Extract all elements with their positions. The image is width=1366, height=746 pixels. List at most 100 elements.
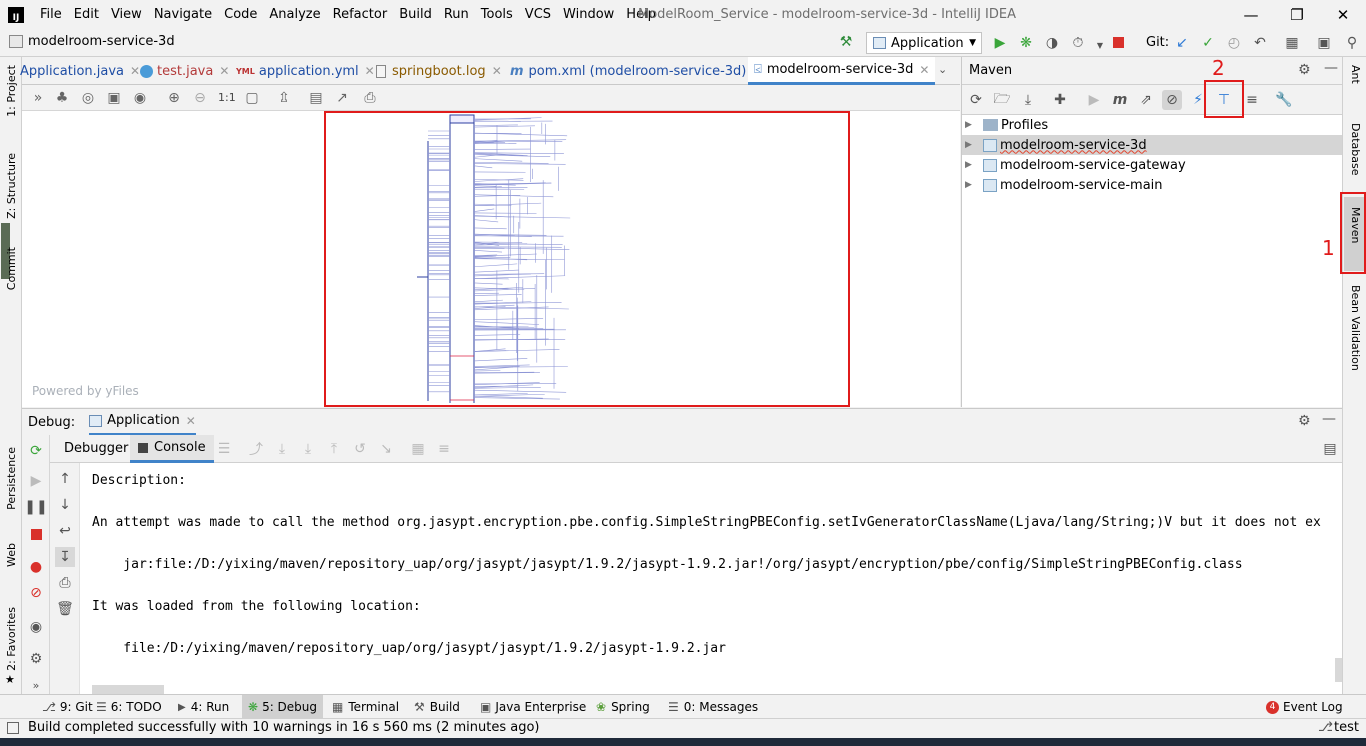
- fit-content-icon[interactable]: ▢: [245, 90, 259, 106]
- tab-application-yml[interactable]: YML application.yml✕: [236, 57, 375, 85]
- print-icon[interactable]: ⎙: [59, 575, 71, 591]
- trash-icon[interactable]: 🗑: [56, 601, 74, 617]
- gear-icon[interactable]: ⚙: [1298, 62, 1311, 78]
- layout-settings-icon[interactable]: ▤: [1323, 441, 1337, 457]
- debug-session-tab[interactable]: Application ✕: [89, 409, 196, 436]
- expand-arrow-icon[interactable]: ▶: [965, 140, 972, 150]
- git-branch-name[interactable]: test: [1334, 720, 1359, 735]
- frames-icon[interactable]: ☰: [217, 441, 231, 457]
- breadcrumb-project[interactable]: modelroom-service-3d: [28, 34, 175, 49]
- tool-project[interactable]: 1: Project: [5, 65, 18, 117]
- profile-icon[interactable]: ⏱: [1072, 35, 1084, 51]
- hide-panel-icon[interactable]: —: [1322, 411, 1336, 427]
- tool-commit[interactable]: Commit: [5, 247, 18, 291]
- stop-icon[interactable]: [31, 529, 42, 540]
- menu-vcs[interactable]: VCS: [524, 7, 552, 22]
- skip-tests-icon[interactable]: ⊘: [1162, 90, 1182, 110]
- expand-arrow-icon[interactable]: ▶: [965, 120, 972, 130]
- tool-java-enterprise[interactable]: ▣Java Enterprise: [480, 695, 586, 719]
- more-run-chevron-icon[interactable]: ▼: [1096, 40, 1104, 50]
- step-over-icon[interactable]: ⤴: [249, 442, 263, 458]
- tab-application-java[interactable]: Application.java✕: [20, 57, 140, 85]
- debug-bug-icon[interactable]: ❋: [1020, 35, 1032, 51]
- close-tab-icon[interactable]: ✕: [364, 64, 375, 78]
- close-button[interactable]: ✕: [1336, 5, 1350, 24]
- step-out-icon[interactable]: ⤒: [330, 441, 338, 457]
- tool-favorites[interactable]: 2: Favorites: [5, 607, 18, 671]
- force-step-into-icon[interactable]: ⤓: [304, 441, 312, 457]
- execute-goal-icon[interactable]: m: [1112, 92, 1128, 108]
- tool-maven[interactable]: Maven: [1349, 207, 1362, 244]
- menu-build[interactable]: Build: [399, 7, 432, 22]
- evaluate-icon[interactable]: ▦: [411, 441, 425, 457]
- reload-icon[interactable]: ⟳: [970, 92, 982, 108]
- view-breakpoints-icon[interactable]: ●: [29, 559, 43, 575]
- menu-refactor[interactable]: Refactor: [332, 7, 388, 22]
- pause-icon[interactable]: ❚❚: [24, 499, 48, 515]
- presentation-icon[interactable]: ▣: [1317, 35, 1331, 51]
- tool-maven-active[interactable]: Maven: [1344, 197, 1365, 271]
- add-icon[interactable]: ✚: [1054, 92, 1066, 108]
- expand-arrow-icon[interactable]: ▶: [965, 160, 972, 170]
- tool-web[interactable]: Web: [5, 543, 18, 567]
- expand-nodes-icon[interactable]: »: [33, 90, 43, 106]
- tool-bean-validation[interactable]: Bean Validation: [1349, 285, 1362, 371]
- close-tab-icon[interactable]: ✕: [219, 64, 230, 78]
- tree-item-modelroom-service-main[interactable]: ▶ modelroom-service-main: [962, 175, 1343, 195]
- zoom-focus-icon[interactable]: ◎: [81, 90, 95, 106]
- run-maven-icon[interactable]: ▶: [1088, 92, 1100, 108]
- tab-diagram-active[interactable]: ⍃ modelroom-service-3d✕: [748, 57, 936, 85]
- close-tab-icon[interactable]: ✕: [130, 64, 141, 78]
- tab-console[interactable]: Console: [130, 435, 214, 463]
- tree-item-profiles[interactable]: ▶ Profiles: [962, 115, 1343, 135]
- tabs-dropdown-chevron-icon[interactable]: ⌄: [938, 63, 948, 76]
- vertical-scrollbar[interactable]: [1335, 658, 1342, 682]
- tool-todo[interactable]: ☰6: TODO: [96, 695, 162, 719]
- rerun-icon[interactable]: ⟳: [30, 443, 42, 459]
- maximize-button[interactable]: ❐: [1290, 5, 1304, 24]
- toggle-offline-icon[interactable]: ⇗: [1140, 92, 1152, 108]
- menu-code[interactable]: Code: [224, 7, 258, 22]
- menu-file[interactable]: File: [40, 7, 62, 22]
- run-icon[interactable]: ▶: [994, 35, 1006, 51]
- close-tab-icon[interactable]: ✕: [491, 64, 502, 78]
- settings-icon[interactable]: ⚙: [29, 651, 43, 667]
- lightning-icon[interactable]: ⚡: [1193, 92, 1203, 108]
- horizontal-scrollbar[interactable]: [92, 685, 164, 694]
- tool-terminal[interactable]: ▦Terminal: [332, 695, 399, 719]
- generate-sources-icon[interactable]: 🗁: [993, 91, 1011, 107]
- collapse-all-icon[interactable]: ≡: [1246, 92, 1258, 108]
- menu-analyze[interactable]: Analyze: [269, 7, 321, 22]
- tool-ant[interactable]: Ant: [1349, 65, 1362, 84]
- tool-messages[interactable]: ☰0: Messages: [668, 695, 758, 719]
- git-history-icon[interactable]: ◴: [1227, 35, 1241, 51]
- tool-structure[interactable]: Z: Structure: [5, 153, 18, 219]
- menu-edit[interactable]: Edit: [73, 7, 99, 22]
- actual-size-button[interactable]: 1:1: [218, 91, 236, 104]
- tab-debugger[interactable]: Debugger: [64, 441, 129, 456]
- save-icon[interactable]: ▤: [309, 90, 323, 106]
- wrench-icon[interactable]: 🔧: [1275, 92, 1293, 108]
- trace-icon[interactable]: ≡: [438, 441, 450, 457]
- hammer-build-icon[interactable]: ⚒: [839, 34, 853, 50]
- menu-view[interactable]: View: [110, 7, 142, 22]
- tab-pom-xml[interactable]: m pom.xml (modelroom-service-3d)✕: [510, 57, 762, 85]
- camera-icon[interactable]: ◉: [29, 619, 43, 635]
- mute-breakpoints-icon[interactable]: ⊘: [30, 585, 42, 601]
- close-tab-icon[interactable]: ✕: [185, 413, 196, 428]
- menu-window[interactable]: Window: [563, 7, 615, 22]
- menu-help[interactable]: Help: [626, 7, 656, 22]
- soft-wrap-icon[interactable]: ↩: [59, 523, 71, 539]
- more-icon[interactable]: »: [32, 678, 40, 692]
- download-icon[interactable]: ⤓: [1024, 92, 1032, 108]
- scroll-to-end-icon[interactable]: ↧: [55, 547, 75, 567]
- dependency-diagram-canvas[interactable]: Powered by yFiles: [22, 111, 960, 407]
- tree-item-modelroom-service-3d[interactable]: ▶ modelroom-service-3d: [962, 135, 1343, 155]
- run-to-cursor-icon[interactable]: ↘: [380, 441, 392, 457]
- tab-springboot-log[interactable]: springboot.log✕: [376, 57, 502, 85]
- tree-item-modelroom-service-gateway[interactable]: ▶ modelroom-service-gateway: [962, 155, 1343, 175]
- tool-git[interactable]: ⎇9: Git: [42, 695, 93, 719]
- git-rollback-icon[interactable]: ↶: [1254, 35, 1266, 51]
- zoom-in-icon[interactable]: ⊕: [168, 90, 180, 106]
- stop-icon[interactable]: [1113, 37, 1124, 48]
